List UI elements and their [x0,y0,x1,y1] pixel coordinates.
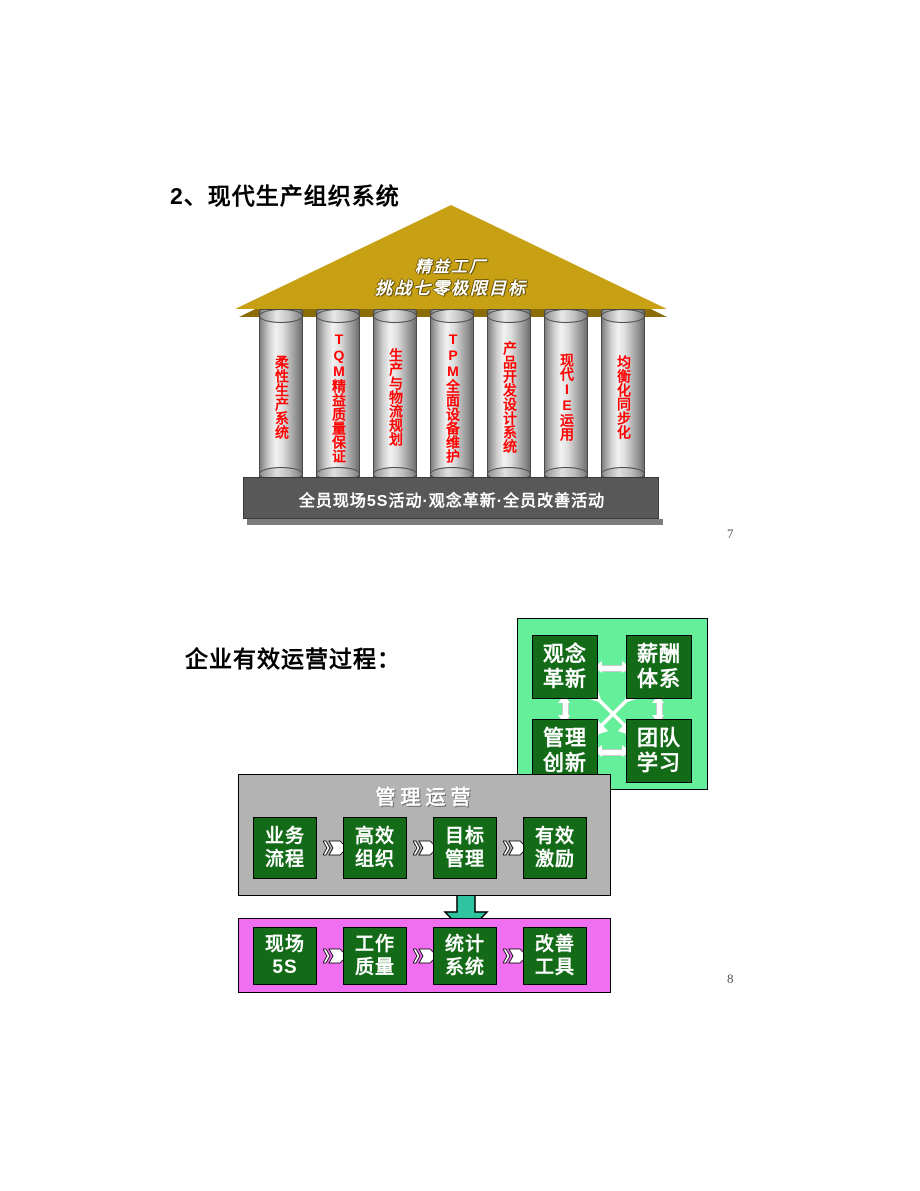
pillar-6-label: 现代IE运用 [559,353,575,441]
pillar-1: 柔性生产系统 [259,309,303,481]
box-efficient-organization-line1: 高效 [354,826,395,847]
box-efficient-organization-line2: 组织 [354,849,395,870]
pillar-7: 均衡化同步化 [601,309,645,481]
pillar-7-label: 均衡化同步化 [616,355,632,439]
roof-line-2: 挑战七零极限目标 [375,279,527,298]
temple-pillar-row: 柔性生产系统 TQM精益质量保证 生产与物流规划 TPM全面设备维护 产品开发设… [259,309,645,481]
management-operation-panel: 管理运营 业务 流程 高效 组织 目标 管理 有效 激励 [238,774,611,896]
box-work-quality-line1: 工作 [354,934,395,955]
lean-factory-temple-diagram: 精益工厂 挑战七零极限目标 柔性生产系统 TQM精益质量保证 生产与物流规划 T… [235,205,667,527]
box-goal-management: 目标 管理 [433,817,497,879]
arrow-bottom-left-head-icon [594,745,602,757]
pillar-2-label: TQM精益质量保证 [331,331,347,463]
chevron-arrow-5-icon [413,948,438,964]
box-work-quality-line2: 质量 [354,957,395,978]
box-improvement-tools: 改善 工具 [523,927,587,985]
pillar-5-label: 产品开发设计系统 [502,341,518,453]
box-improvement-tools-line1: 改善 [534,934,575,955]
box-onsite-5s-line2: 5S [272,957,298,978]
box-statistics-system-line2: 系统 [444,957,485,978]
box-team-learning-line1: 团队 [637,727,681,750]
management-operation-title: 管理运营 [375,787,476,809]
pillar-4: TPM全面设备维护 [430,309,474,481]
chevron-arrow-6-icon [503,948,528,964]
box-concept-innovation-line1: 观念 [543,643,587,666]
box-business-process-line1: 业务 [264,826,305,847]
box-goal-management-line1: 目标 [444,826,485,847]
box-effective-incentive-line2: 激励 [534,849,575,870]
pillar-6: 现代IE运用 [544,309,588,481]
box-management-innovation-line2: 创新 [543,752,587,775]
temple-base: 全员现场5S活动·观念革新·全员改善活动 [243,477,659,519]
pillar-2: TQM精益质量保证 [316,309,360,481]
pillar-3-label: 生产与物流规划 [388,348,404,446]
diagonal-cross-arrows-icon [590,691,636,737]
box-statistics-system: 统计 系统 [433,927,497,985]
enterprise-operation-process-diagram: 观念 革新 薪酬 体系 管理 创新 团队 学习 管理运营 业务 流程 高效 组织 [238,618,713,993]
box-effective-incentive: 有效 激励 [523,817,587,879]
page-number-slide-7: 7 [727,526,734,541]
pillar-4-label: TPM全面设备维护 [445,331,461,463]
box-team-learning-line2: 学习 [637,752,681,775]
page-title-operation-process: 企业有效运营过程： [185,646,401,672]
roof-text-block: 精益工厂 挑战七零极限目标 [235,257,667,299]
box-effective-incentive-line1: 有效 [534,826,575,847]
arrow-right-up-head-icon [652,695,664,703]
box-concept-innovation: 观念 革新 [532,635,598,699]
box-onsite-5s-line1: 现场 [264,934,305,955]
box-management-innovation-line1: 管理 [543,727,587,750]
box-compensation-system-line2: 体系 [637,668,681,691]
box-concept-innovation-line2: 革新 [543,668,587,691]
culture-2x2-panel: 观念 革新 薪酬 体系 管理 创新 团队 学习 [517,618,708,790]
box-onsite-5s: 现场 5S [253,927,317,985]
box-management-innovation: 管理 创新 [532,719,598,783]
arrow-top-left-head-icon [594,661,602,673]
box-efficient-organization: 高效 组织 [343,817,407,879]
site-quality-panel: 现场 5S 工作 质量 统计 系统 改善 工具 [238,918,611,993]
box-work-quality: 工作 质量 [343,927,407,985]
temple-base-label: 全员现场5S活动·观念革新·全员改善活动 [298,493,606,510]
chevron-arrow-1-icon [323,840,348,856]
box-improvement-tools-line2: 工具 [534,957,575,978]
roof-line-1: 精益工厂 [414,259,487,276]
chevron-arrow-4-icon [323,948,348,964]
pillar-3: 生产与物流规划 [373,309,417,481]
box-goal-management-line2: 管理 [444,849,485,870]
box-compensation-system: 薪酬 体系 [626,635,692,699]
box-statistics-system-line1: 统计 [444,934,485,955]
pillar-1-label: 柔性生产系统 [274,355,290,439]
box-business-process: 业务 流程 [253,817,317,879]
page-title-production-system: 2、现代生产组织系统 [170,183,400,209]
pillar-5: 产品开发设计系统 [487,309,531,481]
arrow-left-up-head-icon [558,695,570,703]
chevron-arrow-3-icon [503,840,528,856]
box-business-process-line2: 流程 [264,849,305,870]
chevron-arrow-2-icon [413,840,438,856]
roof-triangle-shape [235,205,667,309]
box-team-learning: 团队 学习 [626,719,692,783]
page-number-slide-8: 8 [727,971,734,986]
temple-roof: 精益工厂 挑战七零极限目标 [235,205,667,317]
box-compensation-system-line1: 薪酬 [637,643,681,666]
temple-base-shadow [247,519,663,525]
